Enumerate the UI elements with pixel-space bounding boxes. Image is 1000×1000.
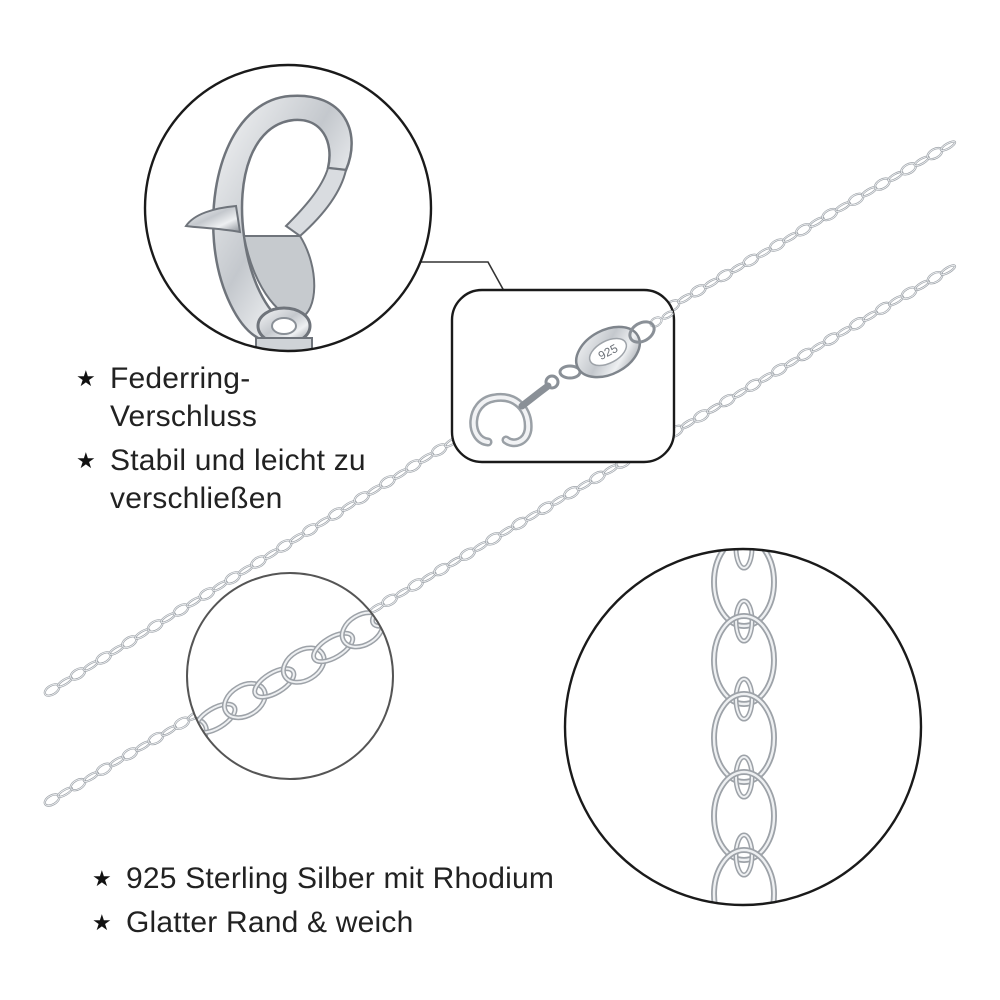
feature-text: Glatter Rand & weich — [126, 906, 414, 939]
star-icon: ★ — [92, 866, 112, 891]
clasp-box-chain — [649, 302, 674, 328]
chain-link-highlight — [735, 756, 753, 798]
feature-text: 925 Sterling Silber mit Rhodium — [126, 862, 555, 895]
chain-link-highlight — [253, 667, 295, 699]
clasp-magnifier — [143, 63, 433, 353]
chain-link-highlight — [712, 848, 776, 905]
chain-link-highlight — [712, 614, 776, 706]
chain-link-highlight — [712, 770, 776, 862]
chain-link-highlight — [735, 600, 753, 642]
chain-link — [939, 140, 957, 152]
chain-link-highlight — [282, 647, 326, 684]
feature-list-top: ★ Federring-Verschluss ★ Stabil und leic… — [76, 360, 396, 524]
feature-item: ★ Glatter Rand & weich — [92, 904, 612, 942]
feature-text: Federring-Verschluss — [110, 362, 258, 433]
star-icon: ★ — [76, 448, 96, 473]
chain-link-highlight — [940, 141, 956, 151]
feature-list-bottom: ★ 925 Sterling Silber mit Rhodium ★ Glat… — [92, 860, 612, 948]
small-lobster-clasp — [469, 364, 582, 448]
chain-link-highlight — [712, 692, 776, 784]
chain-link-magnifier-right — [563, 547, 923, 907]
chain-link — [939, 264, 957, 276]
chain-link-highlight — [712, 549, 776, 628]
chain-strand-upper — [43, 140, 957, 697]
chain-link-highlight — [735, 834, 753, 876]
chain-link-highlight — [940, 264, 956, 276]
feature-item: ★ Federring-Verschluss — [76, 360, 396, 436]
feature-text: Stabil und leicht zu verschließen — [110, 444, 366, 515]
chain-link-highlight — [735, 678, 753, 720]
chain-link-highlight — [223, 682, 267, 719]
star-icon: ★ — [76, 366, 96, 391]
chain-link-highlight — [650, 317, 662, 327]
chain-link-magnifier-left — [186, 572, 394, 780]
chain-link-highlight — [312, 632, 354, 663]
end-tag: 925 — [575, 325, 641, 379]
clasp-detail-box: 925 — [450, 288, 676, 464]
chain-link-highlight — [735, 549, 753, 569]
feature-item: ★ 925 Sterling Silber mit Rhodium — [92, 860, 612, 898]
star-icon: ★ — [92, 910, 112, 935]
lobster-clasp-icon — [212, 94, 353, 342]
feature-item: ★ Stabil und leicht zu verschließen — [76, 442, 396, 518]
